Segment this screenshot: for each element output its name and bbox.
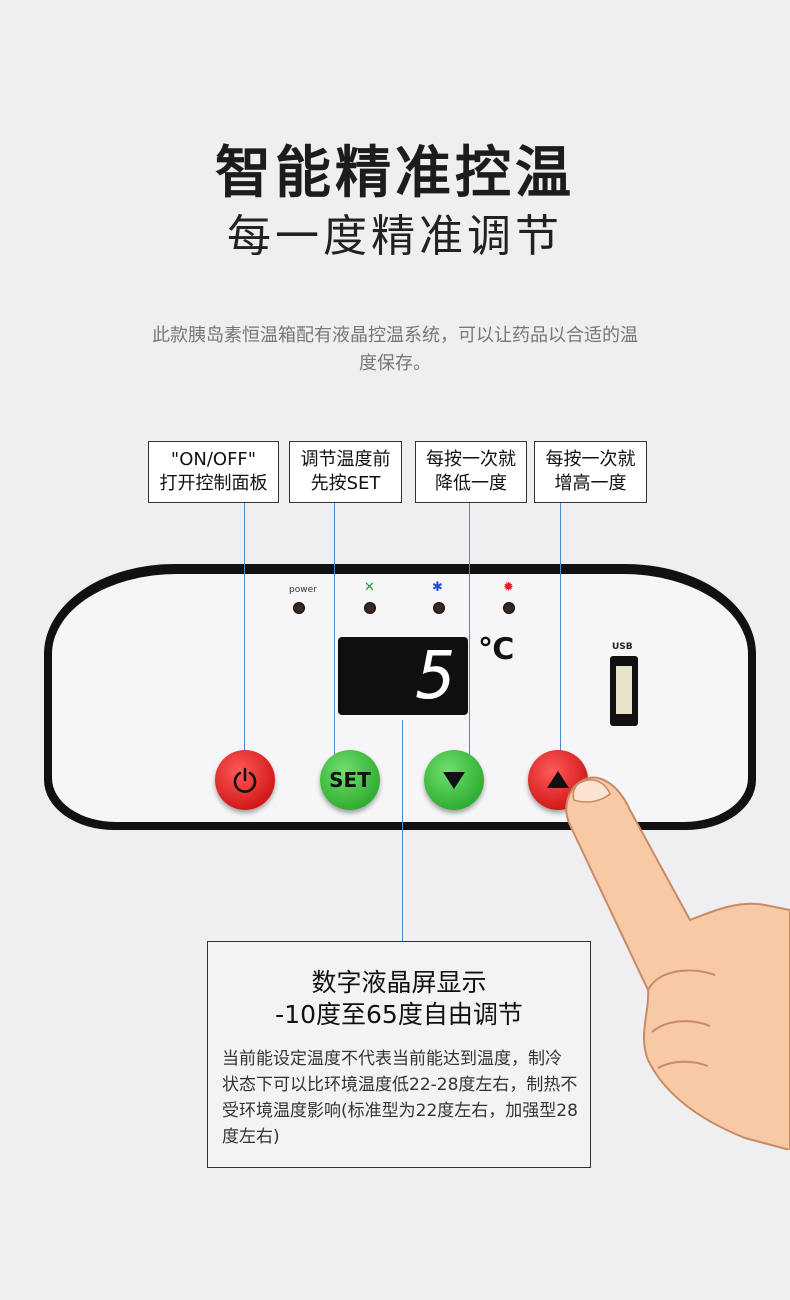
label-up-line1: 每按一次就	[545, 449, 636, 470]
sun-icon: ✹	[503, 580, 514, 595]
power-indicator-label: power	[289, 585, 317, 595]
power-button[interactable]	[215, 750, 275, 810]
label-down-line2: 降低一度	[435, 473, 507, 494]
label-down: 每按一次就 降低一度	[415, 441, 527, 503]
label-set-line1: 调节温度前	[300, 449, 391, 470]
fan-led	[364, 602, 376, 614]
set-button-label: SET	[329, 768, 371, 792]
label-set-line2: 先按SET	[310, 473, 381, 494]
info-title-line1: 数字液晶屏显示	[311, 968, 487, 997]
temperature-display: 5	[338, 637, 468, 715]
set-button[interactable]: SET	[320, 750, 380, 810]
down-button[interactable]	[424, 750, 484, 810]
celsius-unit: ℃	[478, 632, 515, 667]
fan-icon: ✕	[364, 580, 375, 595]
triangle-up-icon	[547, 771, 569, 788]
info-title-line2: -10度至65度自由调节	[275, 1000, 523, 1029]
connector-line-display	[402, 720, 403, 941]
info-box: 数字液晶屏显示 -10度至65度自由调节 当前能设定温度不代表当前能达到温度，制…	[207, 941, 591, 1168]
temperature-value: 5	[416, 637, 456, 714]
label-up-line2: 增高一度	[554, 473, 627, 494]
connector-line-down	[469, 503, 470, 773]
info-title: 数字液晶屏显示 -10度至65度自由调节	[208, 967, 590, 1031]
power-led	[293, 602, 305, 614]
info-body: 当前能设定温度不代表当前能达到温度，制冷状态下可以比环境温度低22-28度左右，…	[222, 1049, 578, 1147]
cooling-led	[433, 602, 445, 614]
connector-line-set	[334, 503, 335, 773]
usb-label: USB	[612, 642, 633, 652]
connector-line-up	[560, 503, 561, 763]
page-title: 智能精准控温	[215, 141, 575, 206]
label-power-line2: 打开控制面板	[159, 473, 268, 494]
power-icon	[233, 767, 257, 793]
intro-text: 此款胰岛素恒温箱配有液晶控温系统，可以让药品以合适的温度保存。	[152, 325, 638, 374]
page-subtitle: 每一度精准调节	[227, 211, 563, 262]
triangle-down-icon	[443, 772, 465, 789]
label-up: 每按一次就 增高一度	[534, 441, 647, 503]
usb-port[interactable]	[610, 656, 638, 726]
pointing-hand-image	[565, 776, 790, 1150]
heating-led	[503, 602, 515, 614]
label-power-line1: "ON/OFF"	[170, 449, 257, 470]
connector-line-power	[244, 503, 245, 773]
label-power: "ON/OFF" 打开控制面板	[148, 441, 279, 503]
label-set: 调节温度前 先按SET	[289, 441, 402, 503]
snowflake-icon: ✱	[432, 580, 443, 595]
label-down-line1: 每按一次就	[426, 449, 516, 470]
